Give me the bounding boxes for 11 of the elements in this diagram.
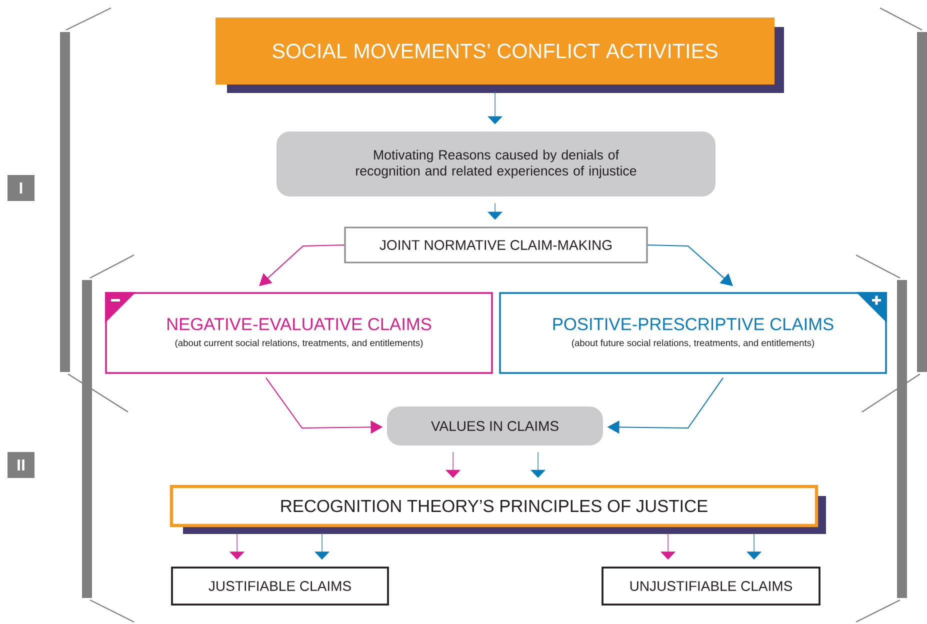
claim-box: POSITIVE-PRESCRIPTIVE CLAIMS (about future social relations, treatments, and entitlements): [499, 292, 888, 374]
process-box: Motivating Reasons caused by denials of recognition and related experiences of injustice: [276, 132, 716, 196]
result-box: UNJUSTIFIABLE CLAIMS: [602, 566, 820, 606]
section-number: I: [8, 175, 34, 201]
title-box: SOCIAL MOVEMENTS’ CONFLICT ACTIVITIES: [216, 18, 784, 93]
claim-box: NEGATIVE-EVALUATIVE CLAIMS (about current social relations, treatments, and entitlements): [105, 292, 493, 374]
process-box: JOINT NORMATIVE CLAIM-MAKING: [344, 226, 648, 264]
process-box: VALUES IN CLAIMS: [387, 406, 603, 446]
principle-box: RECOGNITION THEORY’S PRINCIPLES OF JUSTICE: [170, 484, 826, 534]
result-box: JUSTIFIABLE CLAIMS: [171, 566, 389, 606]
section-number: II: [8, 452, 34, 478]
